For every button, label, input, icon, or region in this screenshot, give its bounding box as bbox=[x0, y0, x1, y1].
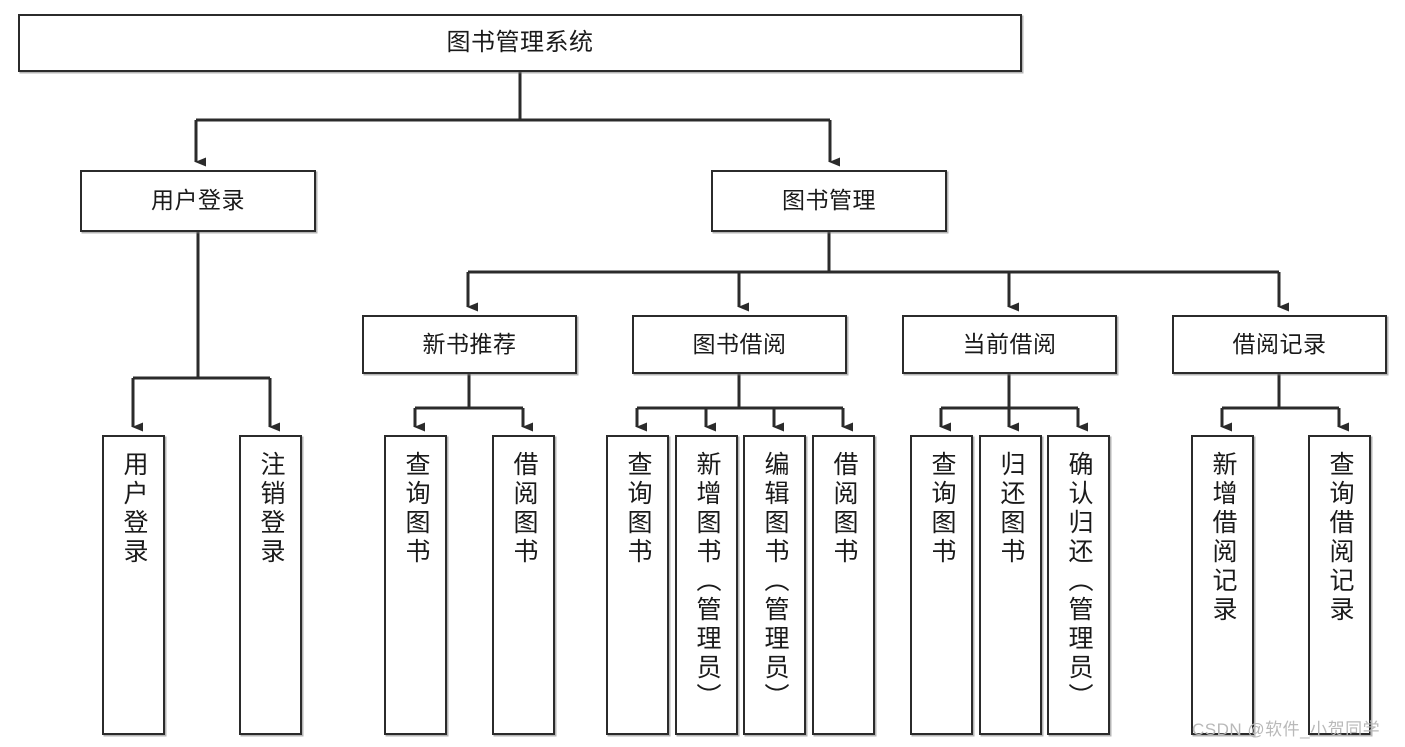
node-leaf-user-login[interactable]: 用户登录 bbox=[102, 435, 165, 735]
node-leaf-borrow-book-1[interactable]: 借阅图书 bbox=[492, 435, 555, 735]
node-leaf-add-book-label: 新增图书（管理员） bbox=[693, 451, 721, 712]
node-leaf-edit-book[interactable]: 编辑图书（管理员） bbox=[743, 435, 806, 735]
node-leaf-query-book-3-label: 查询图书 bbox=[928, 451, 956, 567]
node-new-book-rec[interactable]: 新书推荐 bbox=[362, 315, 577, 374]
node-leaf-return-book-label: 归还图书 bbox=[997, 451, 1025, 567]
node-leaf-borrow-book-2[interactable]: 借阅图书 bbox=[812, 435, 875, 735]
node-new-book-rec-label: 新书推荐 bbox=[422, 330, 517, 357]
node-leaf-add-record-label: 新增借阅记录 bbox=[1209, 451, 1237, 625]
node-book-borrow[interactable]: 图书借阅 bbox=[632, 315, 847, 374]
node-user-login-label: 用户登录 bbox=[151, 187, 245, 214]
node-leaf-query-record[interactable]: 查询借阅记录 bbox=[1308, 435, 1371, 735]
node-book-borrow-label: 图书借阅 bbox=[692, 330, 787, 357]
node-leaf-query-book-1-label: 查询图书 bbox=[402, 451, 430, 567]
node-leaf-query-book-3[interactable]: 查询图书 bbox=[910, 435, 973, 735]
node-user-login[interactable]: 用户登录 bbox=[80, 170, 316, 232]
csdn-watermark: CSDN @软件_小贺同学 bbox=[1192, 720, 1381, 739]
node-borrow-record-label: 借阅记录 bbox=[1232, 330, 1327, 357]
node-current-borrow-label: 当前借阅 bbox=[962, 330, 1057, 357]
node-leaf-return-book[interactable]: 归还图书 bbox=[979, 435, 1042, 735]
node-leaf-user-login-label: 用户登录 bbox=[120, 451, 148, 567]
node-leaf-query-record-label: 查询借阅记录 bbox=[1326, 451, 1354, 625]
node-leaf-edit-book-label: 编辑图书（管理员） bbox=[761, 451, 789, 712]
node-leaf-query-book-1[interactable]: 查询图书 bbox=[384, 435, 447, 735]
node-leaf-confirm-return-label: 确认归还（管理员） bbox=[1065, 451, 1093, 712]
node-leaf-logout[interactable]: 注销登录 bbox=[239, 435, 302, 735]
node-root[interactable]: 图书管理系统 bbox=[18, 14, 1022, 72]
node-leaf-borrow-book-1-label: 借阅图书 bbox=[510, 451, 538, 567]
node-leaf-add-book[interactable]: 新增图书（管理员） bbox=[675, 435, 738, 735]
node-borrow-record[interactable]: 借阅记录 bbox=[1172, 315, 1387, 374]
node-root-label: 图书管理系统 bbox=[446, 28, 594, 56]
node-leaf-confirm-return[interactable]: 确认归还（管理员） bbox=[1047, 435, 1110, 735]
node-leaf-borrow-book-2-label: 借阅图书 bbox=[830, 451, 858, 567]
node-book-manage-label: 图书管理 bbox=[782, 187, 876, 214]
node-leaf-query-book-2[interactable]: 查询图书 bbox=[606, 435, 669, 735]
node-leaf-query-book-2-label: 查询图书 bbox=[624, 451, 652, 567]
node-current-borrow[interactable]: 当前借阅 bbox=[902, 315, 1117, 374]
node-leaf-logout-label: 注销登录 bbox=[257, 451, 285, 567]
node-leaf-add-record[interactable]: 新增借阅记录 bbox=[1191, 435, 1254, 735]
node-book-manage[interactable]: 图书管理 bbox=[711, 170, 947, 232]
